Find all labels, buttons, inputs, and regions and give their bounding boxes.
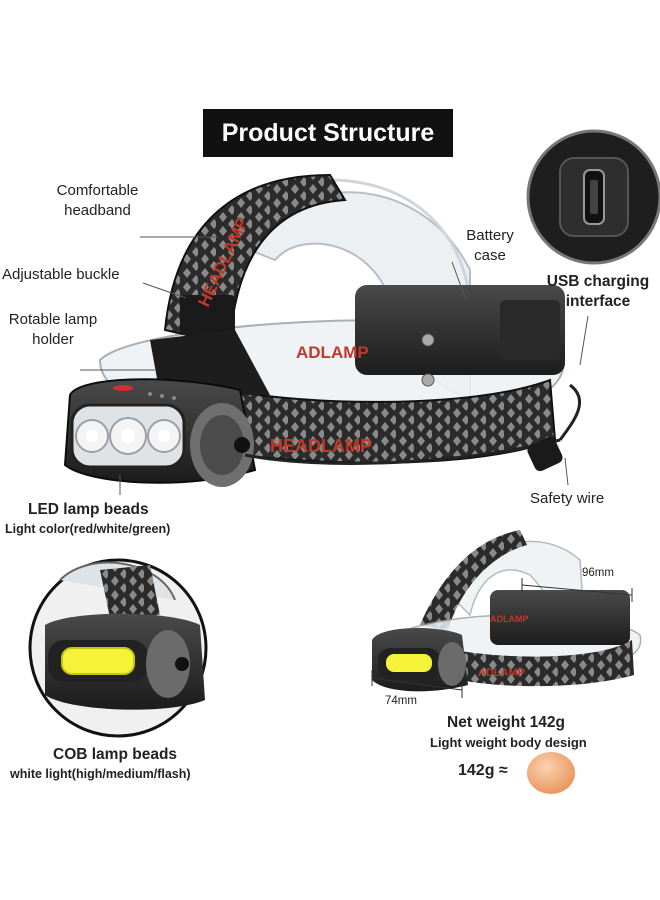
- label-battery-line2: case: [474, 247, 506, 264]
- label-usb-charging: USB charging interface: [536, 272, 660, 312]
- band-text-3: HEADLAMP: [270, 436, 372, 456]
- label-weight-compare: 142g ≈: [458, 762, 508, 779]
- usb-port-inset: [526, 129, 660, 265]
- label-buckle: Adjustable buckle: [2, 266, 120, 283]
- label-weight-sub: Light weight body design: [430, 735, 587, 750]
- label-holder-line1: Rotable lamp: [8, 311, 98, 328]
- leader-lines: [80, 236, 589, 495]
- label-usb-line1: USB charging: [546, 273, 650, 290]
- label-net-weight: Net weight 142g: [447, 714, 565, 731]
- label-cob-title: COB lamp beads: [53, 746, 178, 763]
- label-headband-line1: Comfortable: [56, 182, 139, 199]
- dimension-lines: [371, 578, 633, 698]
- band-text-2: ADLAMP: [296, 343, 369, 362]
- label-dim-length: 74mm: [385, 695, 417, 707]
- rotable-holder: [150, 330, 270, 395]
- horizontal-band: [228, 378, 557, 464]
- label-usb-line2: interface: [565, 293, 631, 310]
- svg-text:ADLAMP: ADLAMP: [478, 667, 525, 679]
- label-led-subtitle: Light color(red/white/green): [5, 522, 171, 536]
- label-battery-line1: Battery: [466, 227, 514, 244]
- label-safety-wire: Safety wire: [530, 490, 605, 507]
- lamp-rotary-knob: [190, 403, 254, 487]
- safety-wire-line: [244, 438, 561, 465]
- egg-illustration: [527, 752, 575, 794]
- page-title: Product Structure: [203, 109, 453, 157]
- label-battery-case: Battery case: [450, 226, 530, 266]
- small-headlamp: ADLAMP ADLAMP: [372, 530, 642, 692]
- label-headband-line2: headband: [64, 202, 131, 219]
- label-headband: Comfortable headband: [40, 181, 155, 221]
- label-led-title: LED lamp beads: [28, 501, 149, 518]
- svg-text:ADLAMP: ADLAMP: [490, 614, 529, 624]
- adjustable-buckle: [180, 295, 235, 335]
- label-dim-width: 96mm: [582, 567, 614, 579]
- label-cob-subtitle: white light(high/medium/flash): [10, 767, 191, 781]
- label-holder-line2: holder: [32, 331, 74, 348]
- label-holder: Rotable lamp holder: [0, 310, 106, 350]
- cob-lamp-inset: [28, 558, 208, 738]
